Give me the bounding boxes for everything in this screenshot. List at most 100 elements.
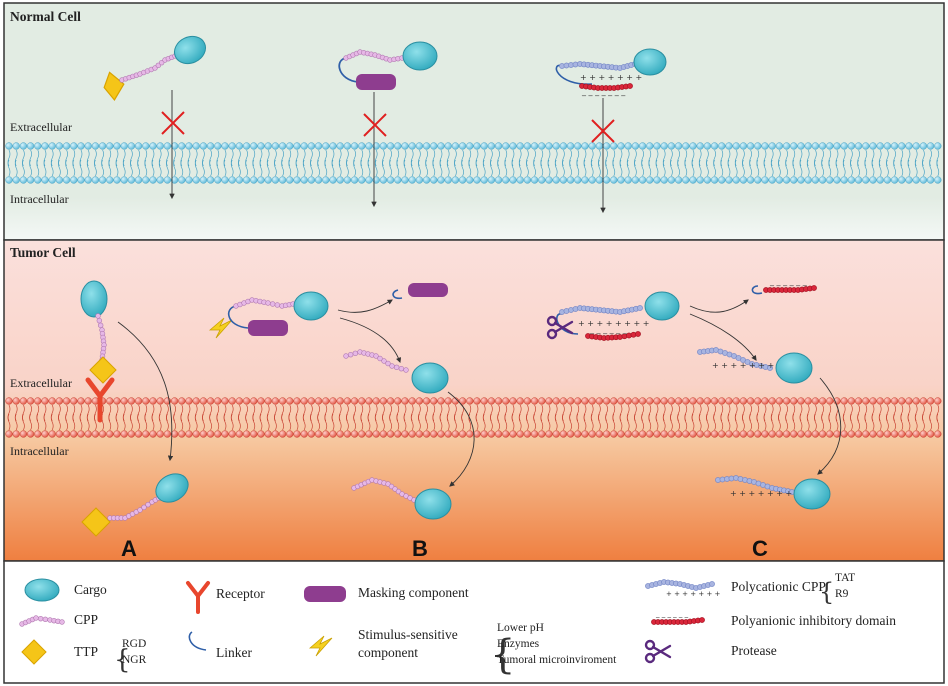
legend-icons: + + + + + + + _ _ _ _ _ _ { { { <box>19 578 834 678</box>
legend-polycationic-tat: TAT <box>835 572 856 584</box>
svg-text:+ + + + + + +: + + + + + + + <box>666 590 721 598</box>
legend-linker: Linker <box>216 645 252 660</box>
tumor-intracellular-label: Intracellular <box>10 444 69 458</box>
linker-icon <box>751 285 763 295</box>
cargo-icon <box>793 478 831 510</box>
ttp-icon <box>103 71 125 101</box>
svg-text:_ _ _ _ _ _: _ _ _ _ _ _ <box>589 325 628 334</box>
polymer-chain-icon <box>697 347 773 371</box>
svg-text:+ + + + + + +: + + + + + + + <box>730 489 792 498</box>
legend-polyanionic: Polyanionic inhibitory domain <box>731 613 896 628</box>
polymer-chain-icon <box>559 305 643 315</box>
polymer-chain-icon <box>715 475 795 495</box>
linker-legend-icon <box>188 631 207 651</box>
legend-cargo: Cargo <box>74 582 107 597</box>
linker-icon <box>227 305 249 329</box>
polymer-chain-icon <box>645 579 715 591</box>
normal-cell-region <box>3 2 945 241</box>
panel-label-a: A <box>121 536 137 561</box>
tumor-construct-a <box>80 280 189 537</box>
tumor-construct-b <box>208 283 475 520</box>
legend-masking: Masking component <box>358 585 469 600</box>
normal-extracellular-label: Extracellular <box>10 120 72 134</box>
legend-stimulus-microenv: Tumoral microinviroment <box>497 654 617 666</box>
cargo-icon <box>414 488 452 520</box>
legend-polycationic: Polycationic CPP <box>731 579 826 594</box>
cpp-chain-icon <box>343 349 409 373</box>
polymer-chain-icon <box>559 61 638 71</box>
legend-stimulus-2: component <box>358 645 418 660</box>
legend-ttp-ngr: NGR <box>122 654 147 666</box>
cpp-chain-icon <box>119 53 178 83</box>
blocked-cross-icon <box>591 119 615 143</box>
cargo-icon <box>155 473 189 503</box>
linker-icon <box>392 289 403 300</box>
cpp-chain-icon <box>351 477 417 503</box>
svg-text:_ _ _ _ _ _: _ _ _ _ _ _ <box>769 277 808 286</box>
legend-stimulus-ph: Lower pH <box>497 622 544 634</box>
legend-ttp: TTP <box>74 644 99 659</box>
panel-label-c: C <box>752 536 768 561</box>
polymer-chain-icon <box>579 83 633 91</box>
stimulus-icon <box>208 317 233 339</box>
masking-component-icon <box>248 320 288 336</box>
polymer-chain-icon <box>763 285 817 293</box>
linker-icon <box>338 57 359 83</box>
tumor-cell-title: Tumor Cell <box>10 245 76 260</box>
tumor-construct-c: + + + + + + + + _ _ _ _ _ _ _ _ _ _ _ _ … <box>546 277 842 510</box>
masking-component-icon <box>408 283 448 297</box>
ttp-icon <box>81 507 111 537</box>
cargo-icon <box>293 291 329 321</box>
normal-construct-c: + + + + + + + _ _ _ _ _ _ _ <box>555 48 667 214</box>
legend-cpp: CPP <box>74 612 99 627</box>
svg-text:{: { <box>490 632 515 678</box>
svg-text:+ + + + + + +: + + + + + + + <box>580 73 642 82</box>
svg-text:+ + + + + + +: + + + + + + + <box>712 361 774 370</box>
normal-membrane <box>5 142 942 184</box>
blocked-cross-icon <box>161 111 185 135</box>
ttp-icon <box>89 356 117 384</box>
legend-stimulus-1: Stimulus-sensitive <box>358 627 458 642</box>
cargo-icon <box>633 48 667 76</box>
ttp-legend-icon <box>21 639 47 665</box>
panel-label-b: B <box>412 536 428 561</box>
masking-legend-icon <box>304 586 346 602</box>
svg-text:{: { <box>114 645 131 675</box>
svg-text:+ + + + + + + +: + + + + + + + + <box>578 319 649 328</box>
svg-text:_ _ _ _ _ _ _: _ _ _ _ _ _ _ <box>581 87 626 96</box>
legend-stimulus-enzymes: Enzymes <box>497 638 540 650</box>
normal-cell-title: Normal Cell <box>10 9 81 24</box>
svg-text:{: { <box>819 578 834 606</box>
stimulus-legend-icon <box>308 635 333 657</box>
receptor-icon <box>85 377 115 423</box>
legend-polycationic-r9: R9 <box>835 588 849 600</box>
cargo-icon <box>402 41 438 71</box>
cpp-chain-icon <box>233 297 296 309</box>
blocked-cross-icon <box>363 113 387 137</box>
cpp-chain-icon <box>19 615 65 627</box>
masking-component-icon <box>356 74 396 90</box>
tumor-extracellular-label: Extracellular <box>10 376 72 390</box>
polymer-chain-icon <box>585 331 641 341</box>
polymer-chain-icon <box>651 617 705 625</box>
cargo-icon <box>775 352 813 384</box>
svg-text:_ _ _ _ _ _: _ _ _ _ _ _ <box>655 610 689 618</box>
cargo-icon <box>644 291 680 321</box>
cpp-chain-icon <box>95 313 107 363</box>
legend-ttp-rgd: RGD <box>122 638 147 650</box>
legend-protease: Protease <box>731 643 777 658</box>
tumor-membrane <box>5 397 942 438</box>
legend-receptor: Receptor <box>216 586 265 601</box>
normal-intracellular-label: Intracellular <box>10 192 69 206</box>
cargo-icon <box>411 362 449 394</box>
legend-region <box>3 560 945 684</box>
cpp-chain-icon <box>343 49 405 63</box>
receptor-legend-icon <box>186 581 210 614</box>
cargo-icon <box>80 280 108 318</box>
cargo-icon <box>173 35 207 65</box>
normal-construct-a <box>103 35 207 200</box>
protease-icon <box>546 315 574 340</box>
protease-legend-icon <box>644 639 672 664</box>
cargo-legend-icon <box>24 578 60 602</box>
